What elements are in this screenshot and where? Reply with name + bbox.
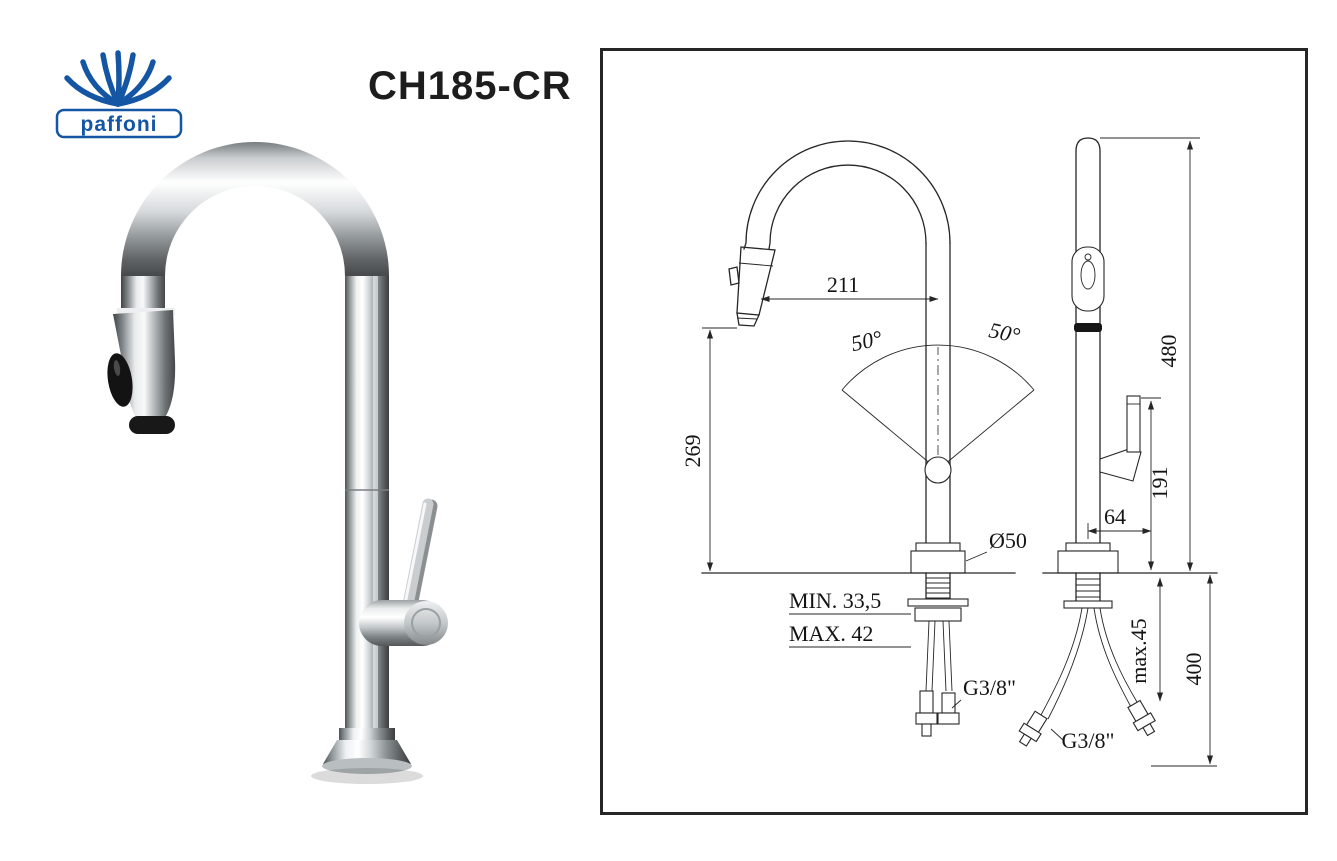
logo-frame	[55, 108, 183, 139]
faucet-photo	[107, 142, 448, 784]
label-hose-max: max.45	[1126, 618, 1151, 683]
hose-fitting-left	[1018, 710, 1048, 747]
side-view	[1018, 137, 1218, 747]
dim-handle-offset: 64	[1104, 504, 1126, 529]
label-inlet-thread-front: G3/8"	[963, 675, 1016, 700]
faucet-spout-arc	[121, 142, 389, 314]
technical-drawing-frame: 211 269 50° 50° Ø50 MIN. 33,5 MAX. 42 G3…	[600, 48, 1308, 815]
head-seam-band	[1074, 323, 1102, 332]
swivel-pivot	[924, 456, 952, 484]
product-model: CH185-CR	[368, 64, 572, 108]
side-dimensions: 480 191 64 max.45 400 G3/8"	[1050, 137, 1217, 767]
spray-nozzle-tip	[129, 416, 175, 434]
faucet-body	[345, 276, 389, 738]
spray-button-outline	[728, 266, 740, 286]
dim-base-diameter: Ø50	[989, 528, 1027, 553]
label-deck-min: MIN. 33,5	[789, 588, 881, 613]
label-inlet-thread-side: G3/8"	[1062, 728, 1115, 753]
handle-lever	[1126, 395, 1141, 453]
dim-handle-height: 191	[1147, 467, 1172, 500]
logo-fan-icon	[64, 50, 172, 107]
dim-swivel-right: 50°	[987, 317, 1023, 348]
dim-swivel-left: 50°	[849, 325, 885, 356]
dim-spout-reach: 211	[827, 272, 859, 297]
faucet-spray-head	[107, 308, 176, 434]
faucet-handle	[359, 498, 448, 646]
spray-button	[107, 353, 133, 407]
mounting-washer	[907, 598, 969, 607]
handle-end-cap	[404, 601, 448, 645]
front-dimensions: 211 269 50° 50° Ø50 MIN. 33,5 MAX. 42 G3…	[680, 272, 1027, 709]
hose-fitting-right	[1127, 699, 1156, 737]
label-deck-max: MAX. 42	[789, 621, 873, 646]
technical-drawing: 211 269 50° 50° Ø50 MIN. 33,5 MAX. 42 G3…	[680, 137, 1218, 767]
mounting-nut	[914, 607, 962, 622]
dim-hose-length: 400	[1181, 653, 1206, 686]
faucet-base	[311, 728, 423, 784]
front-view	[701, 140, 1035, 737]
paffoni-logo: paffoni	[55, 50, 183, 139]
logo-wordmark: paffoni	[81, 113, 158, 136]
dim-total-height: 480	[1156, 335, 1181, 368]
base-shadow	[311, 768, 423, 784]
dim-spout-height: 269	[680, 435, 705, 468]
